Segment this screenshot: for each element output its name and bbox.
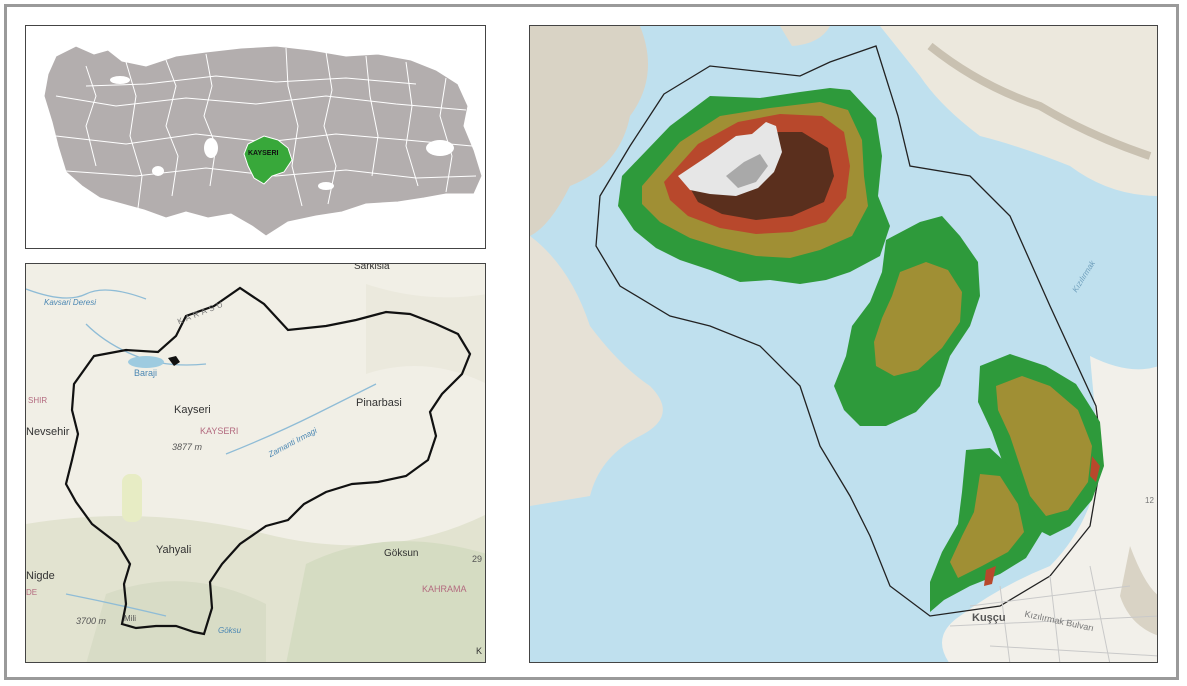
label-nigde: Nigde: [26, 570, 55, 582]
relief-shading: [26, 284, 485, 662]
label-yahyali: Yahyali: [156, 544, 192, 556]
label-nevsehir: Nevsehir: [26, 426, 70, 438]
site-boundary-outline: [595, 45, 1103, 617]
label-sarkisla: Sarkisla: [354, 263, 390, 272]
label-kuscu: Kuşçu: [972, 612, 1006, 624]
kayseri-highlight: [243, 135, 293, 185]
town-road-grid: [949, 565, 1157, 662]
label-kayseri-city: Kayseri: [174, 404, 211, 416]
terrain-map-svg: [530, 26, 1157, 662]
lakes: [110, 76, 454, 190]
label-edge-k: K: [476, 646, 483, 656]
label-kahramanmaras: KAHRAMA: [422, 584, 467, 594]
label-elevation-aladag: 3700 m: [76, 616, 107, 626]
kayseri-map-svg: [26, 264, 485, 662]
dem-southeast-ridge: [978, 354, 1104, 536]
turkey-map-svg: [43, 45, 483, 237]
kayseri-region-map: Sarkisla Kavsari Deresi KARASU Baraji SH…: [25, 263, 486, 663]
terrain-detail-map: Kızılırmak Kuşçu Kızılırmak Bulvarı 12: [529, 25, 1158, 663]
label-goksu-river: Göksu: [218, 626, 242, 635]
kayseri-province-label: KAYSERI: [248, 150, 279, 157]
label-goksun: Göksun: [384, 548, 419, 559]
label-pinarbasi: Pinarbasi: [356, 397, 402, 409]
label-edge-number: 12: [1145, 496, 1154, 505]
dem-central-ridge: [834, 216, 980, 426]
label-shir: SHIR: [28, 396, 48, 405]
rivers: [26, 288, 377, 617]
project-site-marker: [168, 356, 180, 366]
dem-south-ridge: [930, 448, 1042, 612]
turkey-locator-map: KAYSERI: [25, 25, 486, 249]
label-mili: Mili: [124, 614, 136, 623]
label-baraji: Baraji: [134, 368, 158, 378]
label-de: DE: [26, 588, 38, 597]
dem-north-island: [618, 88, 890, 284]
label-num-29: 29: [472, 554, 483, 564]
surrounding-hillshade: [530, 26, 1157, 662]
kayseri-boundary: [64, 286, 472, 636]
label-kavsari-deresi: Kavsari Deresi: [44, 298, 97, 307]
label-elevation-erciyes: 3877 m: [172, 442, 203, 452]
reservoir: [128, 356, 164, 368]
label-kayseri-province: KAYSERI: [200, 426, 239, 436]
